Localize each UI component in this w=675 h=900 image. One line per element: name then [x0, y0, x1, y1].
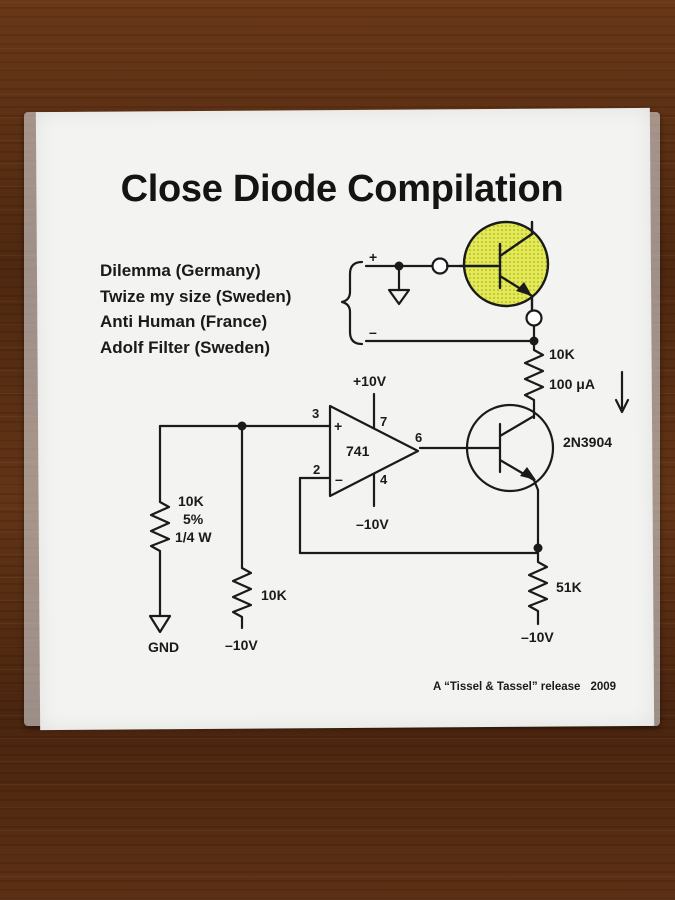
cover-title: Close Diode Compilation	[120, 168, 564, 210]
track-item: Anti Human (France)	[100, 312, 268, 331]
r-mid-label: 10K	[261, 587, 287, 603]
track-item: Twize my size (Sweden)	[100, 286, 292, 306]
pin7-label: 7	[380, 414, 387, 429]
resistor-51k-icon	[527, 551, 549, 626]
junction-dot	[394, 261, 404, 271]
credit-year: 2009	[590, 681, 617, 693]
opamp-minus-label: –	[335, 471, 343, 487]
supply-pos-label: +10V	[353, 373, 387, 389]
track-list: Dilemma (Germany) Twize my size (Sweden)…	[100, 258, 291, 360]
opamp-part-label: 741	[346, 443, 370, 459]
pin2-label: 2	[313, 462, 320, 477]
r-left-power-label: 1/4 W	[175, 529, 212, 545]
resistor-10k-mid-icon	[231, 566, 253, 630]
ground-icon	[387, 288, 411, 306]
pin6-label: 6	[415, 430, 422, 445]
junction-dot	[529, 336, 539, 346]
r-left-value-label: 10K	[178, 493, 204, 509]
junction-dot	[533, 543, 543, 553]
supply-neg-label: –10V	[356, 516, 389, 532]
neg-right-label: –10V	[521, 629, 554, 645]
r-left-tolerance-label: 5%	[183, 511, 204, 527]
curly-brace	[340, 260, 364, 346]
input-terminal-icon	[431, 257, 449, 275]
opamp-plus-label: +	[334, 418, 342, 434]
pin4-label: 4	[380, 472, 388, 487]
neg-mid-label: –10V	[225, 637, 258, 653]
credit-text: A “Tissel & Tassel” release	[433, 681, 581, 693]
pin3-label: 3	[312, 406, 319, 421]
r-top-label: 10K	[549, 346, 575, 362]
r-right-label: 51K	[556, 579, 582, 595]
resistor-10k-top-icon	[523, 339, 545, 420]
plus-sign-label: +	[369, 249, 377, 265]
minus-sign-label: –	[369, 324, 377, 340]
emitter-arrow-icon	[516, 282, 532, 296]
emitter-arrow-icon	[520, 467, 536, 480]
current-label: 100 μA	[549, 376, 595, 392]
track-item: Dilemma (Germany)	[100, 261, 261, 280]
output-terminal-icon	[525, 309, 543, 327]
transistor-label: 2N3904	[563, 434, 612, 450]
junction-dot	[237, 421, 247, 431]
gnd-label: GND	[148, 639, 179, 655]
track-item: Adolf Filter (Sweden)	[100, 337, 270, 357]
highlighted-transistor-icon	[462, 220, 550, 308]
gnd-icon	[148, 614, 172, 634]
release-credit: A “Tissel & Tassel” release 2009	[433, 681, 616, 693]
resistor-10k-left-icon	[149, 494, 171, 618]
